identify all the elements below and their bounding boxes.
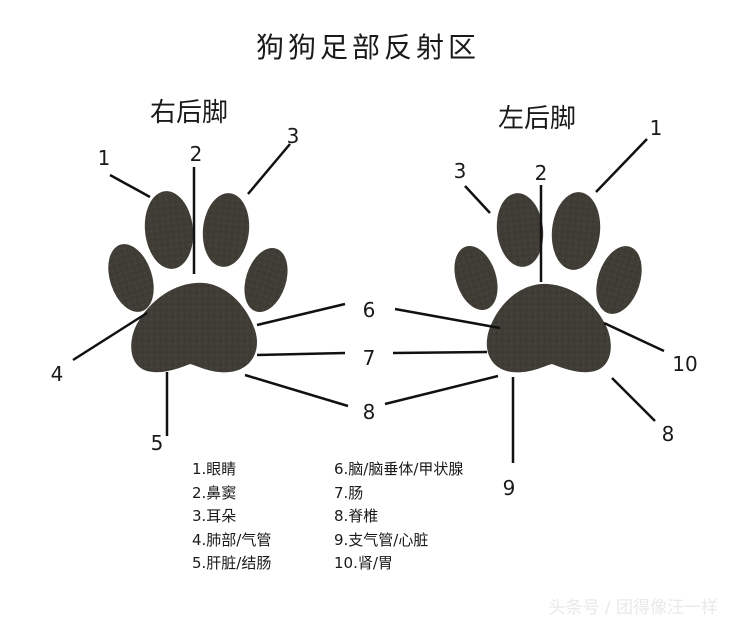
right-paw-label-2: 2 [189, 142, 203, 166]
leader-line-7-left [392, 350, 488, 355]
right-paw-label-3: 3 [286, 124, 300, 148]
right-paw-main-pad [131, 282, 258, 373]
left-paw-label-2: 2 [534, 161, 548, 185]
legend-item: 7.肠 [334, 483, 364, 502]
left-paw-main-pad [486, 283, 611, 373]
leader-line-left-10 [603, 321, 665, 353]
right-paw-label-1: 1 [97, 146, 111, 170]
right-paw-title: 右后脚 [150, 98, 229, 128]
legend-item: 3.耳朵 [192, 507, 237, 525]
left-paw-label-1: 1 [649, 116, 663, 140]
leader-line-right-1 [109, 173, 151, 199]
leader-line-7-right [256, 351, 346, 357]
leader-line-right-3 [247, 143, 291, 195]
legend-item: 9.支气管/心脏 [334, 530, 429, 549]
left-paw-label-9: 9 [502, 476, 516, 500]
left-paw-label-8: 8 [661, 422, 675, 446]
right-paw-toe-outer-right [244, 248, 288, 312]
leader-line-left-8 [611, 377, 656, 422]
right-paw-label-4: 4 [50, 362, 64, 386]
right-paw [108, 191, 288, 373]
legend-item: 6.脑/脑垂体/甲状腺 [334, 460, 464, 478]
left-paw [454, 192, 642, 373]
legend-item: 4.肺部/气管 [192, 530, 272, 549]
watermark: 头条号 / 团得像汪一样 [548, 598, 718, 618]
right-paw-label-5: 5 [150, 431, 164, 455]
legend-item: 1.眼睛 [192, 460, 237, 478]
leader-line-left-1 [595, 138, 648, 193]
center-label-7: 7 [362, 346, 376, 370]
diagram-title: 狗狗足部反射区 [255, 31, 480, 64]
legend-item: 5.肝脏/结肠 [192, 554, 272, 572]
leader-lines [72, 138, 665, 463]
center-label-6: 6 [362, 298, 376, 322]
right-paw-toe-inner-right [202, 193, 250, 267]
legend-item: 8.脊椎 [334, 507, 379, 525]
legend-column-2: 6.脑/脑垂体/甲状腺 7.肠 8.脊椎 9.支气管/心脏 10.肾/胃 [334, 458, 463, 576]
right-paw-toe-inner-left [144, 191, 194, 269]
left-paw-toe-outer-left [454, 246, 498, 310]
left-paw-toe-outer-right [596, 246, 642, 314]
leader-line-8-right [244, 373, 349, 408]
left-paw-label-10: 10 [672, 352, 698, 376]
leader-line-6-left [394, 307, 501, 330]
left-paw-toe-inner-left [496, 193, 544, 267]
legend-column-1: 1.眼睛 2.鼻窦 3.耳朵 4.肺部/气管 5.肝脏/结肠 [192, 458, 271, 576]
left-paw-title: 左后脚 [498, 104, 577, 134]
legend-item: 10.肾/胃 [334, 554, 393, 572]
left-paw-label-3: 3 [453, 159, 467, 183]
leader-line-6-right [256, 302, 346, 327]
left-paw-toe-inner-right [551, 192, 601, 270]
leader-line-left-3 [464, 185, 491, 214]
right-paw-toe-outer-left [108, 244, 154, 312]
leader-line-8-left [384, 374, 499, 406]
leader-line-right-4 [72, 311, 148, 362]
center-label-8: 8 [362, 400, 376, 424]
legend-item: 2.鼻窦 [192, 483, 237, 502]
